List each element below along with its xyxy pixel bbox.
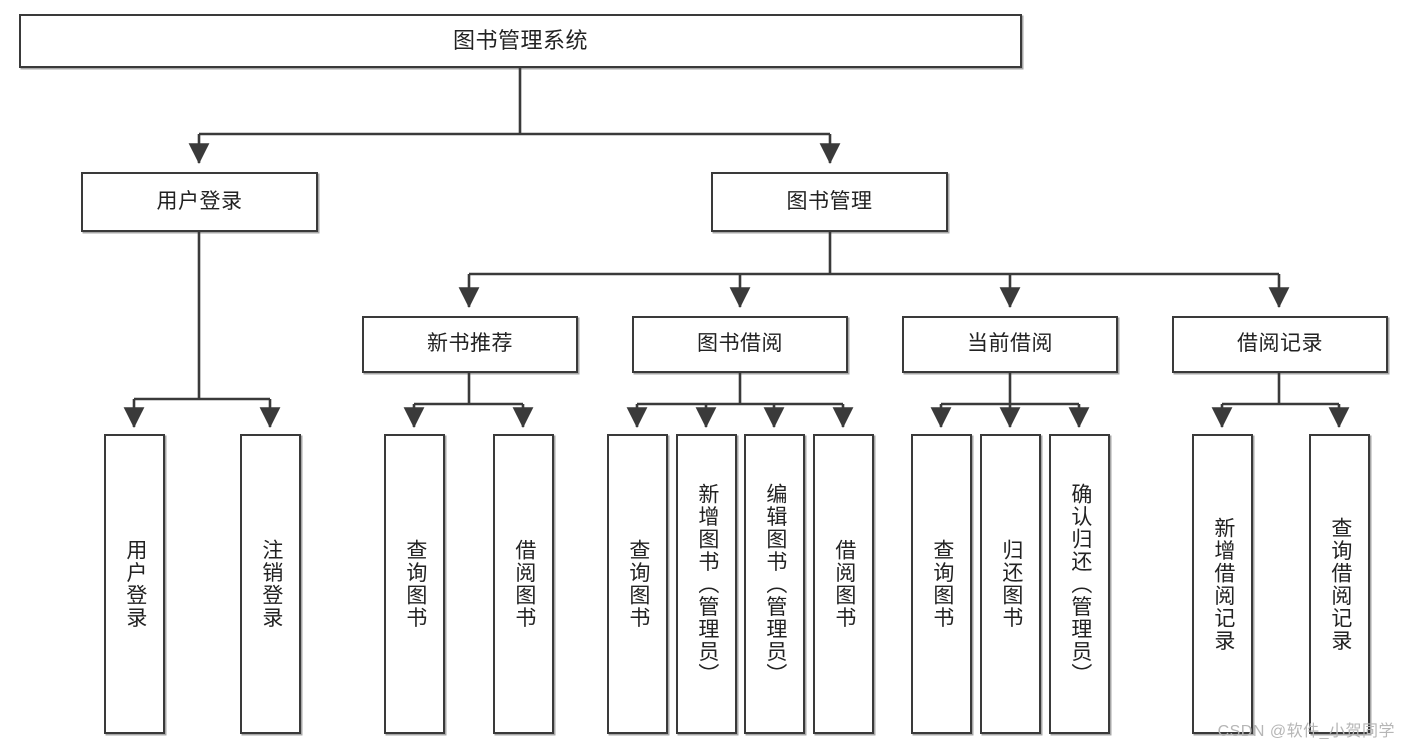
- node-label: 查询图书: [626, 539, 650, 629]
- node-book-manage[interactable]: 图书管理: [711, 172, 948, 232]
- node-label: 查询图书: [403, 539, 427, 629]
- node-leaf-borrow-book-2[interactable]: 借阅图书: [813, 434, 874, 734]
- node-leaf-add-book[interactable]: 新增图书（管理员）: [676, 434, 737, 734]
- node-leaf-edit-book[interactable]: 编辑图书（管理员）: [744, 434, 805, 734]
- node-label: 借阅记录: [1237, 332, 1323, 356]
- node-label: 新增图书（管理员）: [695, 482, 719, 686]
- node-leaf-return-book[interactable]: 归还图书: [980, 434, 1041, 734]
- node-label: 用户登录: [123, 539, 147, 629]
- node-label: 确认归还（管理员）: [1068, 482, 1092, 686]
- node-leaf-logout[interactable]: 注销登录: [240, 434, 301, 734]
- node-label: 查询图书: [930, 539, 954, 629]
- node-label: 图书借阅: [697, 332, 783, 356]
- node-label: 注销登录: [259, 539, 283, 629]
- node-label: 新增借阅记录: [1211, 516, 1235, 652]
- node-label: 查询借阅记录: [1328, 516, 1352, 652]
- node-label: 归还图书: [999, 539, 1023, 629]
- node-borrow-record[interactable]: 借阅记录: [1172, 316, 1388, 373]
- csdn-watermark: CSDN @软件_小贺同学: [1217, 723, 1395, 740]
- node-new-book-recommend[interactable]: 新书推荐: [362, 316, 578, 373]
- node-leaf-query-book-2[interactable]: 查询图书: [607, 434, 668, 734]
- node-leaf-add-borrow-record[interactable]: 新增借阅记录: [1192, 434, 1253, 734]
- node-leaf-confirm-return[interactable]: 确认归还（管理员）: [1049, 434, 1110, 734]
- node-leaf-query-book-1[interactable]: 查询图书: [384, 434, 445, 734]
- node-label: 新书推荐: [427, 332, 513, 356]
- node-label: 当前借阅: [967, 332, 1053, 356]
- node-leaf-user-login[interactable]: 用户登录: [104, 434, 165, 734]
- node-label: 借阅图书: [512, 539, 536, 629]
- node-current-borrow[interactable]: 当前借阅: [902, 316, 1118, 373]
- node-leaf-query-borrow-record[interactable]: 查询借阅记录: [1309, 434, 1370, 734]
- node-leaf-borrow-book-1[interactable]: 借阅图书: [493, 434, 554, 734]
- node-root-system[interactable]: 图书管理系统: [19, 14, 1022, 68]
- node-book-borrow[interactable]: 图书借阅: [632, 316, 848, 373]
- node-label: 借阅图书: [832, 539, 856, 629]
- node-label: 用户登录: [156, 189, 243, 213]
- node-label: 图书管理: [786, 189, 873, 213]
- node-label: 编辑图书（管理员）: [763, 482, 787, 686]
- node-user-login[interactable]: 用户登录: [81, 172, 318, 232]
- node-leaf-query-book-3[interactable]: 查询图书: [911, 434, 972, 734]
- node-label: 图书管理系统: [452, 28, 588, 54]
